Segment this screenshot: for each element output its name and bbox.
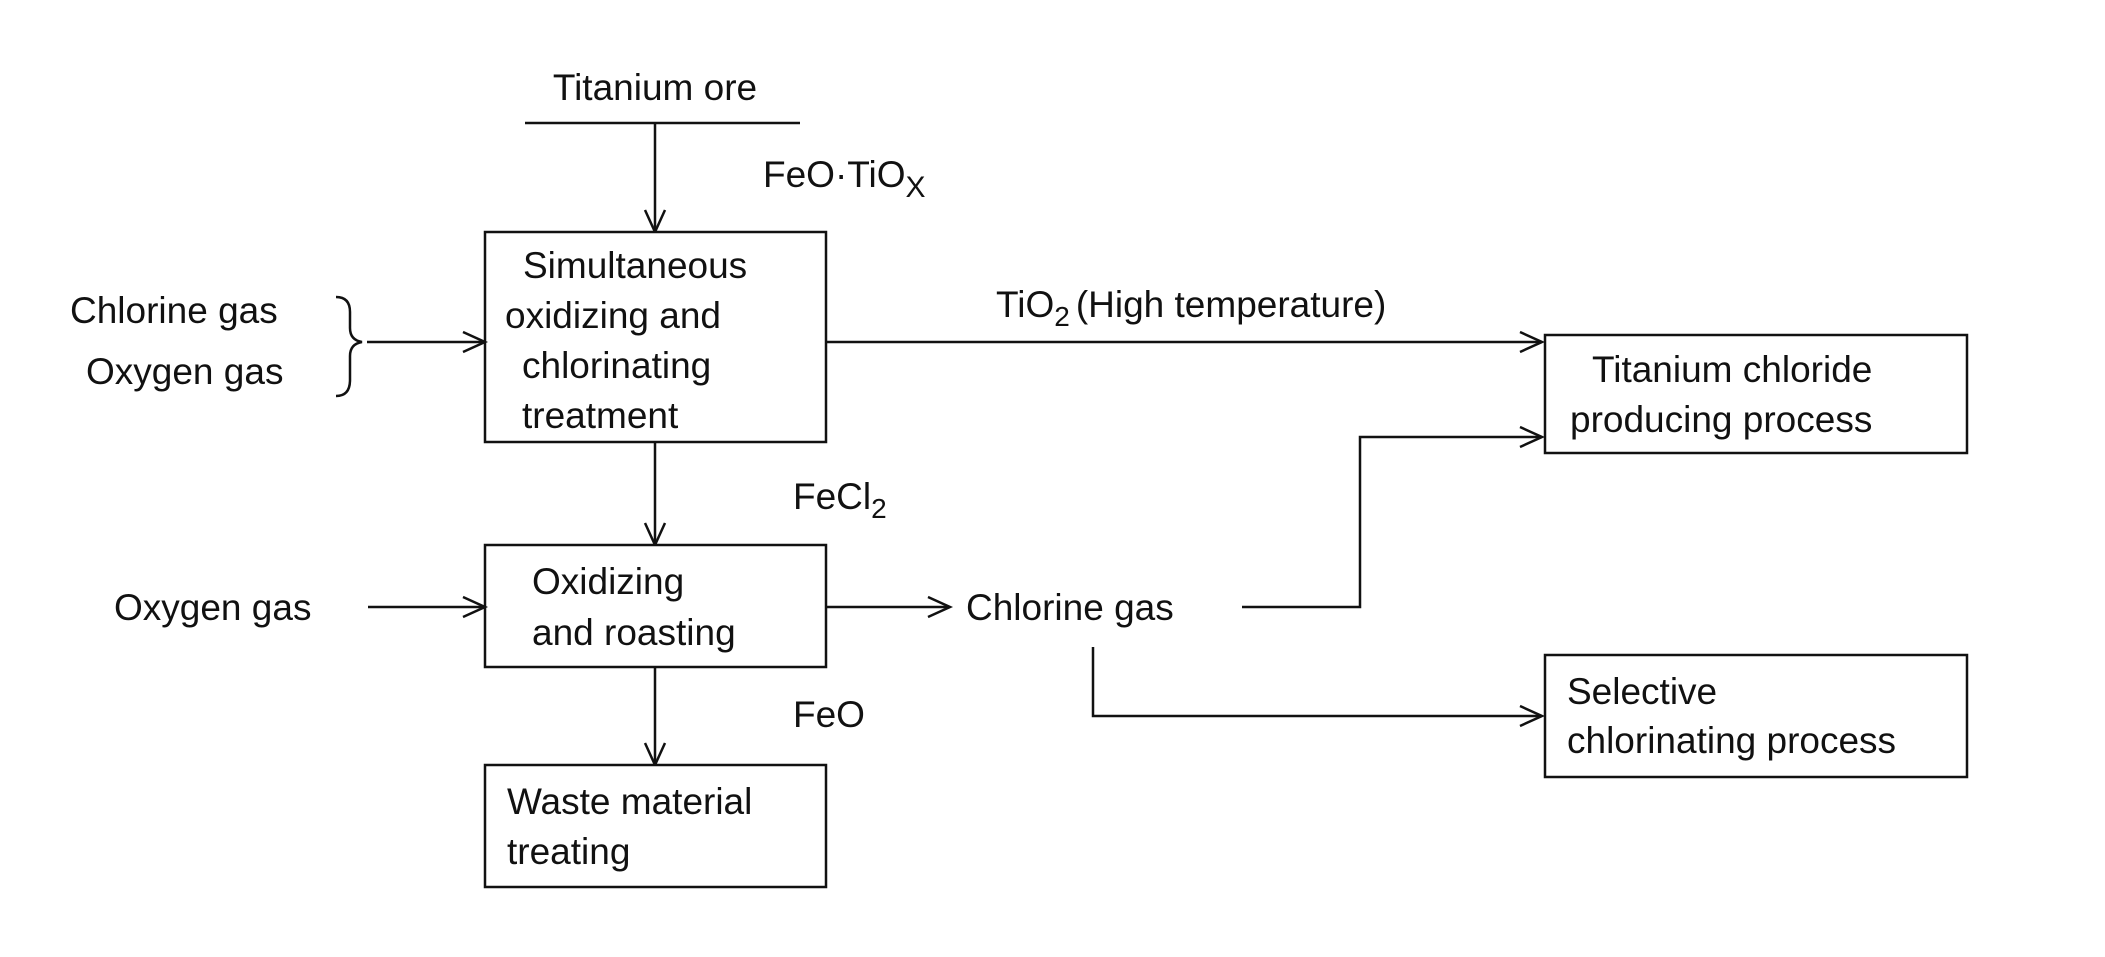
feo-tiox-label: FeO·TiOX	[763, 154, 926, 204]
titanium-chloride-line-1: Titanium chloride	[1592, 349, 1872, 390]
oxygen-gas-input-label-bottom: Oxygen gas	[114, 587, 311, 628]
selective-line-2: chlorinating process	[1567, 720, 1896, 761]
waste-line-1: Waste material	[507, 781, 752, 822]
waste-line-2: treating	[507, 831, 630, 872]
chlorine-to-selective-line	[1093, 647, 1542, 716]
titanium-ore-label: Titanium ore	[553, 67, 757, 108]
oxygen-gas-input-label-top: Oxygen gas	[86, 351, 283, 392]
simultaneous-line-1: Simultaneous	[523, 245, 747, 286]
feo-label: FeO	[793, 694, 865, 735]
chlorine-to-titanium-chloride-line	[1242, 437, 1542, 607]
chlorine-gas-output-label: Chlorine gas	[966, 587, 1174, 628]
oxidizing-line-1: Oxidizing	[532, 561, 684, 602]
simultaneous-line-4: treatment	[522, 395, 679, 436]
titanium-chloride-line-2: producing process	[1570, 399, 1872, 440]
fecl2-label: FeCl2	[793, 476, 887, 524]
tio2-high-temp-label: TiO2(High temperature)	[996, 284, 1386, 332]
simultaneous-line-3: chlorinating	[522, 345, 711, 386]
oxidizing-line-2: and roasting	[532, 612, 736, 653]
simultaneous-line-2: oxidizing and	[505, 295, 721, 336]
input-brace	[336, 297, 362, 396]
selective-line-1: Selective	[1567, 671, 1717, 712]
chlorine-gas-input-label: Chlorine gas	[70, 290, 278, 331]
